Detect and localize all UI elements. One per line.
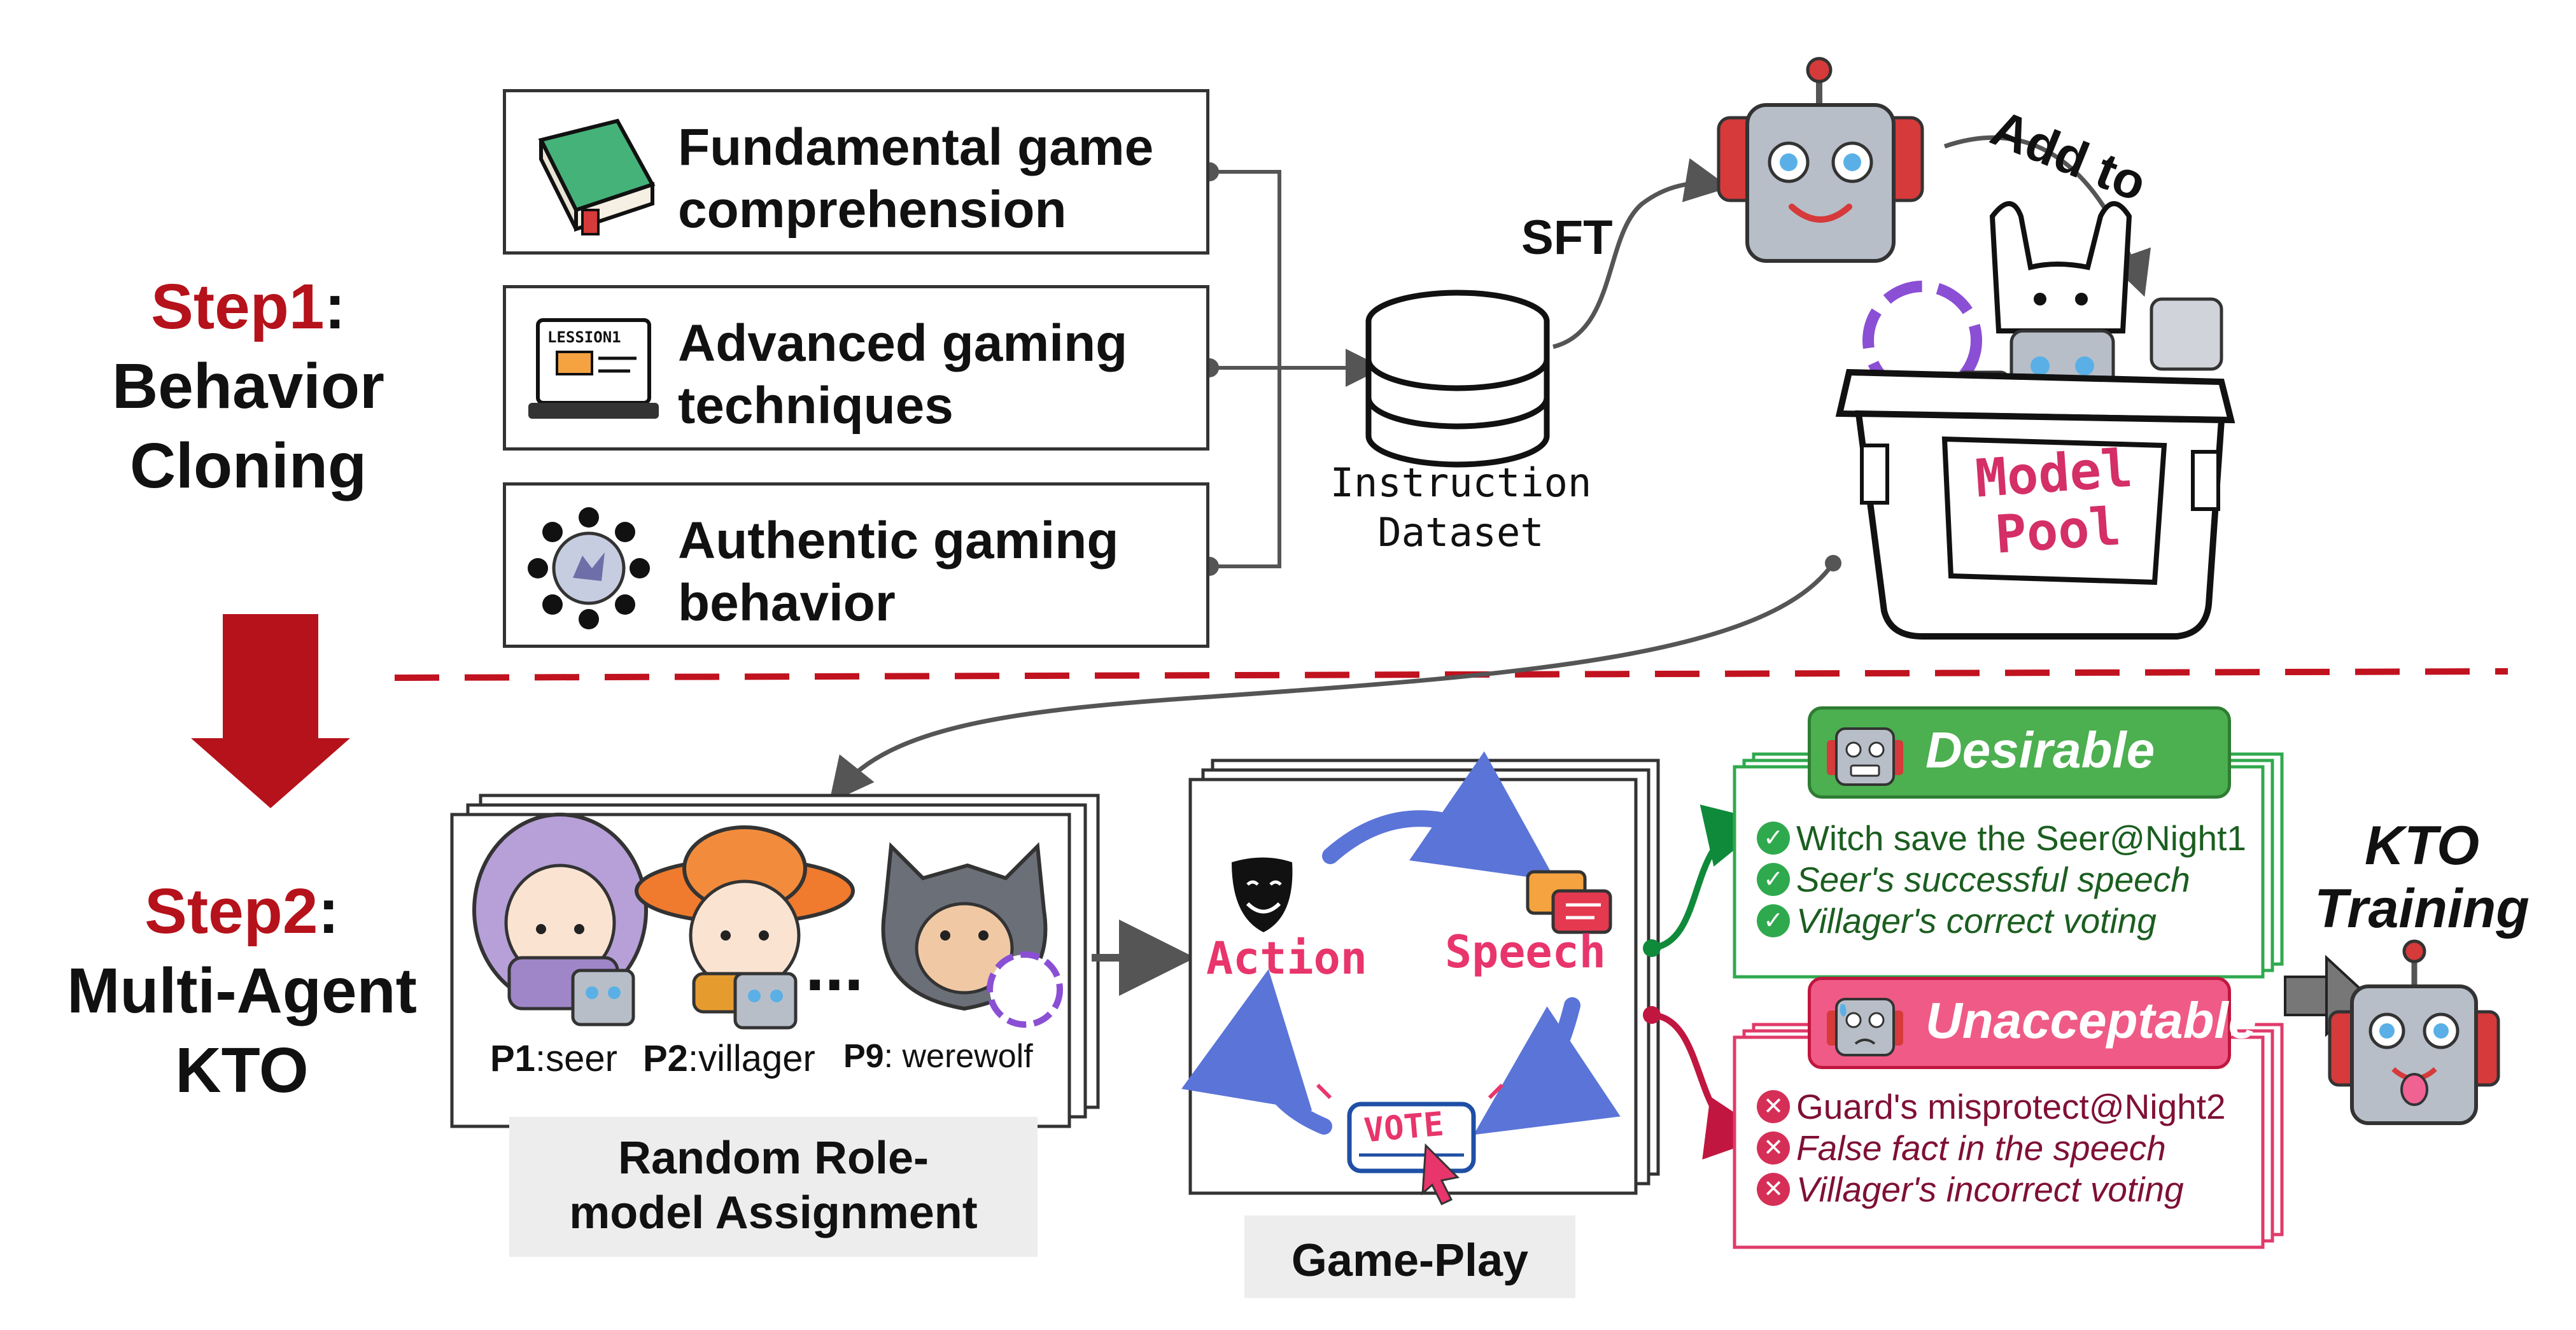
worried-robot-icon: [1827, 998, 1903, 1056]
step2-title: Step2: Multi-Agent KTO: [19, 872, 465, 1110]
unacceptable-title: Unacceptable: [1925, 992, 2257, 1049]
step-separator-line: [394, 668, 2509, 681]
dataset-line2: Dataset: [1377, 508, 1544, 556]
robot-icon: [1717, 57, 1924, 263]
small-robot-icon: [571, 969, 798, 1030]
unacceptable-item-1: ✕ Guard's misprotect@Night2: [1757, 1086, 2226, 1127]
seer-avatar: [472, 813, 648, 1011]
step2-prefix: Step2: [144, 876, 318, 947]
random-role-line2: model Assignment: [569, 1187, 978, 1239]
desirable-item-2: ✓ Seer's successful speech: [1757, 859, 2190, 900]
unacceptable-item-2-text: False fact in the speech: [1796, 1128, 2166, 1168]
sft-label: SFT: [1521, 211, 1613, 265]
vote-button-icon: [1316, 1083, 1504, 1205]
unacceptable-item-3: ✕ Villager's incorrect voting: [1757, 1169, 2184, 1210]
sad-robot-icon: [1827, 727, 1903, 786]
player-p1-role: :seer: [535, 1038, 617, 1079]
source-advanced-line2: techniques: [678, 377, 954, 435]
desirable-item-3-text: Villager's correct voting: [1796, 901, 2157, 941]
random-role-line1: Random Role-: [617, 1133, 929, 1184]
unacceptable-header: Unacceptable: [1808, 977, 2256, 1069]
vote-label: VOTE: [1362, 1105, 1446, 1151]
player-p2-role: :villager: [687, 1038, 815, 1079]
model-pool-label: Model Pool: [1957, 438, 2155, 567]
kto-training-label: KTO Training: [2291, 815, 2552, 941]
step2-line3: KTO: [175, 1035, 309, 1106]
source-advanced-line1: Advanced gaming: [678, 314, 1128, 372]
step2-line2: Multi-Agent: [67, 955, 417, 1026]
step1-line3: Cloning: [129, 430, 367, 501]
player-p9-label: P9: werewolf: [843, 1037, 1033, 1075]
dataset-line1: Instruction: [1330, 459, 1592, 506]
desirable-item-1-text: Witch save the Seer@Night1: [1796, 818, 2246, 858]
player-p2-id: P2: [643, 1038, 688, 1079]
action-label: Action: [1206, 932, 1367, 984]
desirable-item-2-text: Seer's successful speech: [1796, 860, 2190, 899]
werewolf-avatar: [881, 842, 1063, 1028]
source-box-fundamental: Fundamental game comprehension: [503, 89, 1209, 255]
lesson-icon-text: LESSION1: [547, 328, 621, 346]
cross-icon: ✕: [1757, 1173, 1790, 1206]
check-icon: ✓: [1757, 822, 1790, 855]
gameplay-caption: Game-Play: [1244, 1215, 1575, 1298]
pool-to-roles-arrow: [829, 562, 1835, 803]
step1-line2: Behavior: [112, 351, 384, 422]
speech-bubble-icon: [1526, 870, 1612, 934]
source-box-advanced: LESSION1 Advanced gaming techniques: [503, 285, 1209, 451]
speech-label: Speech: [1445, 926, 1606, 978]
step2-suffix: :: [318, 876, 339, 947]
database-icon: [1365, 290, 1550, 468]
cross-icon: ✕: [1757, 1131, 1790, 1165]
kto-line2: Training: [2314, 878, 2530, 939]
source-authentic-line2: behavior: [678, 574, 896, 633]
book-icon: [538, 118, 656, 235]
unacceptable-branch-arrow: [1651, 1012, 1770, 1160]
dataset-label: Instruction Dataset: [1311, 458, 1610, 557]
werewolf-table-icon: [528, 507, 650, 629]
desirable-branch-arrow: [1651, 804, 1770, 951]
gameplay-cycle-arrows: [1181, 751, 1621, 1135]
kto-line1: KTO: [2365, 815, 2479, 876]
player-p9-role: : werewolf: [883, 1038, 1033, 1075]
check-icon: ✓: [1757, 904, 1790, 937]
step1-suffix: :: [324, 271, 346, 342]
players-ellipsis: ...: [805, 927, 864, 1005]
player-p2-label: P2:villager: [643, 1037, 815, 1080]
step1-title: Step1: Behavior Cloning: [70, 267, 426, 506]
step1-prefix: Step1: [151, 271, 325, 342]
cross-icon: ✕: [1757, 1090, 1790, 1123]
unacceptable-item-1-text: Guard's misprotect@Night2: [1796, 1087, 2226, 1126]
random-role-caption: Random Role- model Assignment: [509, 1117, 1038, 1257]
source-fundamental-line2: comprehension: [678, 181, 1067, 239]
player-p1-id: P1: [490, 1038, 535, 1079]
source-box-authentic: Authentic gaming behavior: [503, 482, 1209, 648]
unacceptable-item-2: ✕ False fact in the speech: [1757, 1128, 2166, 1168]
step-transition-arrow: [191, 614, 350, 808]
theater-mask-icon: [1232, 857, 1293, 932]
check-icon: ✓: [1757, 863, 1790, 896]
sft-arrow: [1552, 158, 1730, 349]
villager-avatar: [635, 825, 855, 1014]
source-authentic-line1: Authentic gaming: [678, 512, 1119, 570]
model-pool-line1: Model: [1973, 438, 2135, 510]
player-p1-label: P1:seer: [490, 1037, 617, 1080]
model-pool-box-icon: [1835, 201, 2235, 640]
source-fundamental-line1: Fundamental game: [678, 118, 1154, 176]
desirable-item-1: ✓ Witch save the Seer@Night1: [1757, 818, 2246, 858]
trained-robot-icon: [2328, 939, 2500, 1125]
unacceptable-item-3-text: Villager's incorrect voting: [1796, 1170, 2184, 1209]
desirable-title: Desirable: [1925, 722, 2155, 778]
desirable-item-3: ✓ Villager's correct voting: [1757, 900, 2157, 941]
player-p9-id: P9: [843, 1038, 884, 1075]
laptop-lesson-icon: LESSION1: [528, 318, 659, 419]
desirable-header: Desirable: [1808, 706, 2231, 799]
